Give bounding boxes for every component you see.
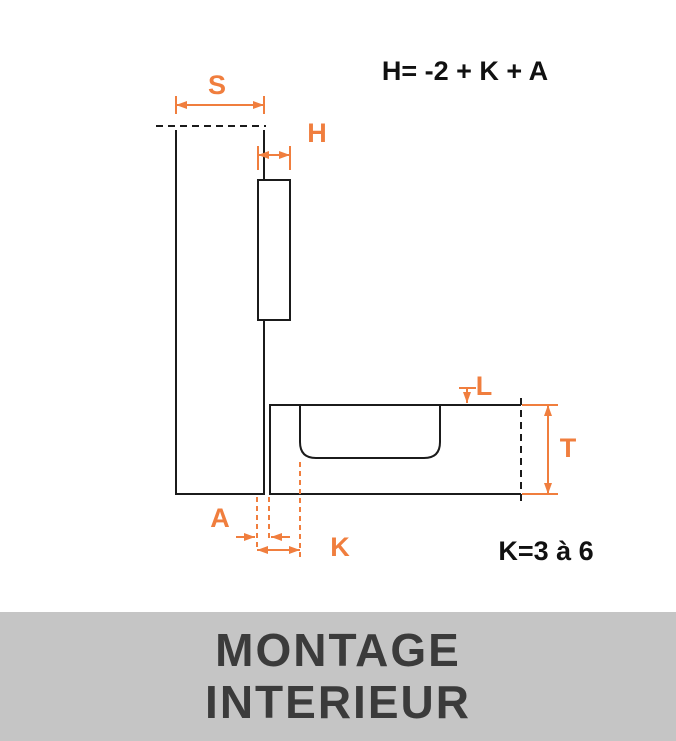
dimension-a [236, 497, 290, 547]
side-panel-outline [175, 130, 265, 495]
mounting-plate [257, 179, 291, 321]
dimension-s-label: S [208, 70, 226, 100]
banner-title-line2: INTERIEUR [205, 675, 471, 728]
banner: MONTAGE INTERIEUR [0, 612, 676, 741]
diagram-area: H= -2 + K + A K=3 à 6 S [156, 56, 594, 566]
dimension-l-label: L [476, 371, 493, 401]
dimension-t [522, 404, 558, 495]
k-range-text: K=3 à 6 [498, 536, 593, 566]
dimension-k-label: K [330, 532, 350, 562]
dimension-h [257, 146, 291, 170]
dimension-l [459, 387, 476, 403]
dimension-h-label: H [307, 118, 327, 148]
dimension-s [175, 96, 265, 114]
technical-diagram: H= -2 + K + A K=3 à 6 S [156, 56, 594, 566]
door-panel-outline [269, 404, 521, 495]
dimension-t-label: T [560, 433, 577, 463]
hinge-cup [299, 405, 441, 459]
dimension-k [257, 462, 301, 557]
dimension-a-label: A [210, 503, 230, 533]
banner-title-line1: MONTAGE [215, 623, 461, 676]
hinge-formula-text: H= -2 + K + A [382, 56, 548, 86]
